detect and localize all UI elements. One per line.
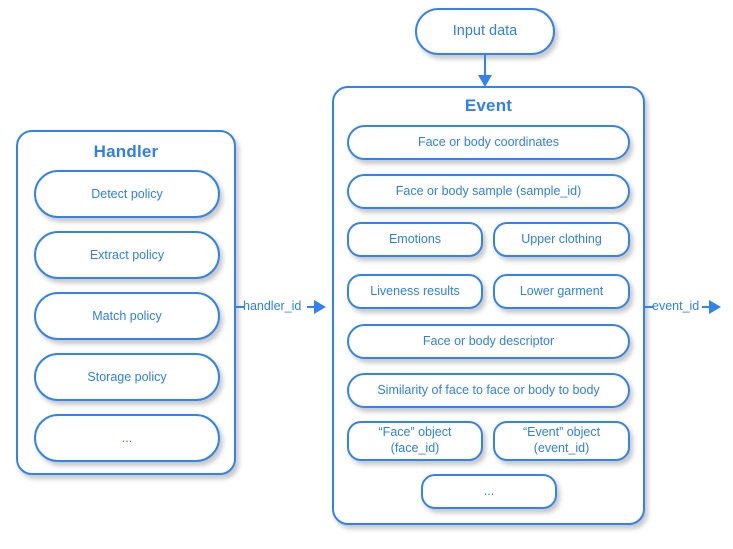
connector-event-out-line [702,306,712,308]
node-event-more-label: ... [483,484,495,499]
node-event-liveness-results-label: Liveness results [370,284,460,299]
connector-handler-out-line [307,306,317,308]
node-event-event-object-line2: (event_id) [533,441,590,455]
node-handler-detect-policy-label: Detect policy [91,186,163,201]
node-event-face-or-body-coordinates-label: Face or body coordinates [417,135,560,150]
node-event-event-object-line1: “Event” object [522,425,601,440]
arrow-right-icon-event [709,300,721,314]
node-handler-storage-policy[interactable]: Storage policy [34,353,220,401]
node-event-upper-clothing-label: Upper clothing [521,232,602,247]
node-handler-more-label: ... [121,430,133,445]
node-handler-extract-policy[interactable]: Extract policy [34,231,220,279]
node-event-event-object[interactable]: “Event” object (event_id) [493,421,630,461]
connector-input-to-event-line [484,55,486,77]
node-event-face-or-body-sample[interactable]: Face or body sample (sample_id) [347,174,630,209]
node-event-more[interactable]: ... [421,474,557,509]
node-event-face-or-body-descriptor[interactable]: Face or body descriptor [347,324,630,359]
node-event-lower-garment-label: Lower garment [519,284,604,299]
node-event-face-object-line2: (face_id) [390,441,440,455]
node-event-face-or-body-coordinates[interactable]: Face or body coordinates [347,125,630,160]
group-handler[interactable]: Handler Detect policy Extract policy Mat… [16,130,236,475]
node-event-face-object-line1: “Face” object [378,425,452,440]
node-event-similarity[interactable]: Similarity of face to face or body to bo… [347,373,630,408]
node-event-emotions-label: Emotions [388,232,442,247]
connector-event-out-label: event_id [652,299,700,313]
node-event-liveness-results[interactable]: Liveness results [347,274,483,309]
connector-handler-out-label: handler_id [243,299,302,313]
node-handler-extract-policy-label: Extract policy [89,247,165,262]
node-event-upper-clothing[interactable]: Upper clothing [493,222,630,257]
arrow-right-icon-handler [314,300,326,314]
node-event-emotions[interactable]: Emotions [347,222,483,257]
group-event[interactable]: Event Face or body coordinates Face or b… [332,86,645,525]
node-input-data-label: Input data [452,23,518,40]
group-event-title: Event [464,96,513,115]
connector-event-out-tick [645,306,653,308]
node-event-face-object[interactable]: “Face” object (face_id) [347,421,483,461]
node-handler-match-policy-label: Match policy [92,308,162,323]
node-event-face-or-body-descriptor-label: Face or body descriptor [422,334,555,349]
node-handler-storage-policy-label: Storage policy [87,369,167,384]
node-handler-more[interactable]: ... [34,414,220,462]
arrow-down-icon [478,75,492,87]
node-event-lower-garment[interactable]: Lower garment [493,274,630,309]
node-input-data[interactable]: Input data [415,8,555,55]
node-handler-match-policy[interactable]: Match policy [34,292,220,340]
node-handler-detect-policy[interactable]: Detect policy [34,170,220,218]
node-event-face-or-body-sample-label: Face or body sample (sample_id) [395,184,582,199]
connector-handler-out-tick [236,306,244,308]
node-event-similarity-label: Similarity of face to face or body to bo… [377,383,600,398]
group-handler-title: Handler [93,142,159,161]
